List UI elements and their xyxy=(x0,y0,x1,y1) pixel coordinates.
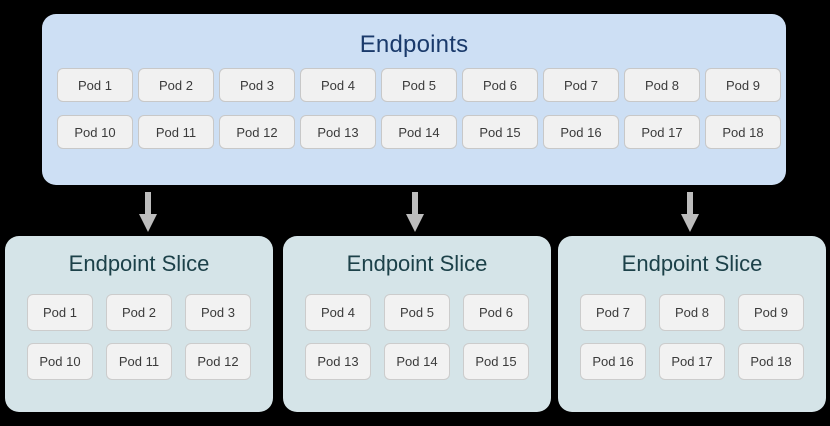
endpoint-slice-pod-row-2: Pod 16 Pod 17 Pod 18 xyxy=(580,343,804,380)
endpoints-title: Endpoints xyxy=(359,31,469,58)
pod-chip: Pod 15 xyxy=(463,343,529,380)
endpoint-slice-panel-3: Endpoint Slice Pod 7 Pod 8 Pod 9 Pod 16 … xyxy=(558,236,826,412)
pod-chip: Pod 1 xyxy=(27,294,93,331)
endpoints-pod-row-1: Pod 1 Pod 2 Pod 3 Pod 4 Pod 5 Pod 6 Pod … xyxy=(57,68,781,102)
endpoint-slice-panel-1: Endpoint Slice Pod 1 Pod 2 Pod 3 Pod 10 … xyxy=(5,236,273,412)
pod-chip: Pod 11 xyxy=(106,343,172,380)
pod-chip: Pod 6 xyxy=(462,68,538,102)
endpoint-slice-pod-grid: Pod 1 Pod 2 Pod 3 Pod 10 Pod 11 Pod 12 xyxy=(27,294,251,380)
pod-chip: Pod 7 xyxy=(543,68,619,102)
pod-chip: Pod 17 xyxy=(624,115,700,149)
pod-chip: Pod 6 xyxy=(463,294,529,331)
pod-chip: Pod 17 xyxy=(659,343,725,380)
pod-chip: Pod 5 xyxy=(384,294,450,331)
pod-chip: Pod 9 xyxy=(738,294,804,331)
pod-chip: Pod 3 xyxy=(219,68,295,102)
endpoint-slice-pod-grid: Pod 7 Pod 8 Pod 9 Pod 16 Pod 17 Pod 18 xyxy=(580,294,804,380)
pod-chip: Pod 10 xyxy=(27,343,93,380)
endpoint-slice-pod-row-2: Pod 13 Pod 14 Pod 15 xyxy=(305,343,529,380)
pod-chip: Pod 16 xyxy=(543,115,619,149)
endpoint-slice-pod-row-2: Pod 10 Pod 11 Pod 12 xyxy=(27,343,251,380)
pod-chip: Pod 3 xyxy=(185,294,251,331)
endpoint-slice-title: Endpoint Slice xyxy=(346,251,488,276)
pod-chip: Pod 13 xyxy=(305,343,371,380)
endpoint-slice-title: Endpoint Slice xyxy=(68,251,210,276)
endpoint-slice-pod-row-1: Pod 1 Pod 2 Pod 3 xyxy=(27,294,251,331)
endpoints-pod-row-2: Pod 10 Pod 11 Pod 12 Pod 13 Pod 14 Pod 1… xyxy=(57,115,781,149)
pod-chip: Pod 13 xyxy=(300,115,376,149)
arrow-down-icon xyxy=(679,192,701,232)
pod-chip: Pod 5 xyxy=(381,68,457,102)
pod-chip: Pod 12 xyxy=(219,115,295,149)
pod-chip: Pod 14 xyxy=(381,115,457,149)
pod-chip: Pod 2 xyxy=(138,68,214,102)
endpoint-slice-title: Endpoint Slice xyxy=(621,251,763,276)
pod-chip: Pod 9 xyxy=(705,68,781,102)
pod-chip: Pod 11 xyxy=(138,115,214,149)
pod-chip: Pod 4 xyxy=(300,68,376,102)
pod-chip: Pod 8 xyxy=(624,68,700,102)
pod-chip: Pod 10 xyxy=(57,115,133,149)
pod-chip: Pod 15 xyxy=(462,115,538,149)
arrow-down-icon xyxy=(404,192,426,232)
pod-chip: Pod 7 xyxy=(580,294,646,331)
endpoint-slice-pod-row-1: Pod 7 Pod 8 Pod 9 xyxy=(580,294,804,331)
pod-chip: Pod 18 xyxy=(738,343,804,380)
pod-chip: Pod 2 xyxy=(106,294,172,331)
pod-chip: Pod 4 xyxy=(305,294,371,331)
endpoint-slice-pod-grid: Pod 4 Pod 5 Pod 6 Pod 13 Pod 14 Pod 15 xyxy=(305,294,529,380)
endpoints-pod-grid: Pod 1 Pod 2 Pod 3 Pod 4 Pod 5 Pod 6 Pod … xyxy=(57,68,781,149)
pod-chip: Pod 18 xyxy=(705,115,781,149)
pod-chip: Pod 16 xyxy=(580,343,646,380)
pod-chip: Pod 1 xyxy=(57,68,133,102)
pod-chip: Pod 12 xyxy=(185,343,251,380)
pod-chip: Pod 14 xyxy=(384,343,450,380)
arrow-down-icon xyxy=(137,192,159,232)
endpoint-slice-pod-row-1: Pod 4 Pod 5 Pod 6 xyxy=(305,294,529,331)
pod-chip: Pod 8 xyxy=(659,294,725,331)
endpoint-slice-panel-2: Endpoint Slice Pod 4 Pod 5 Pod 6 Pod 13 … xyxy=(283,236,551,412)
endpoints-panel: Endpoints Pod 1 Pod 2 Pod 3 Pod 4 Pod 5 … xyxy=(42,14,786,185)
